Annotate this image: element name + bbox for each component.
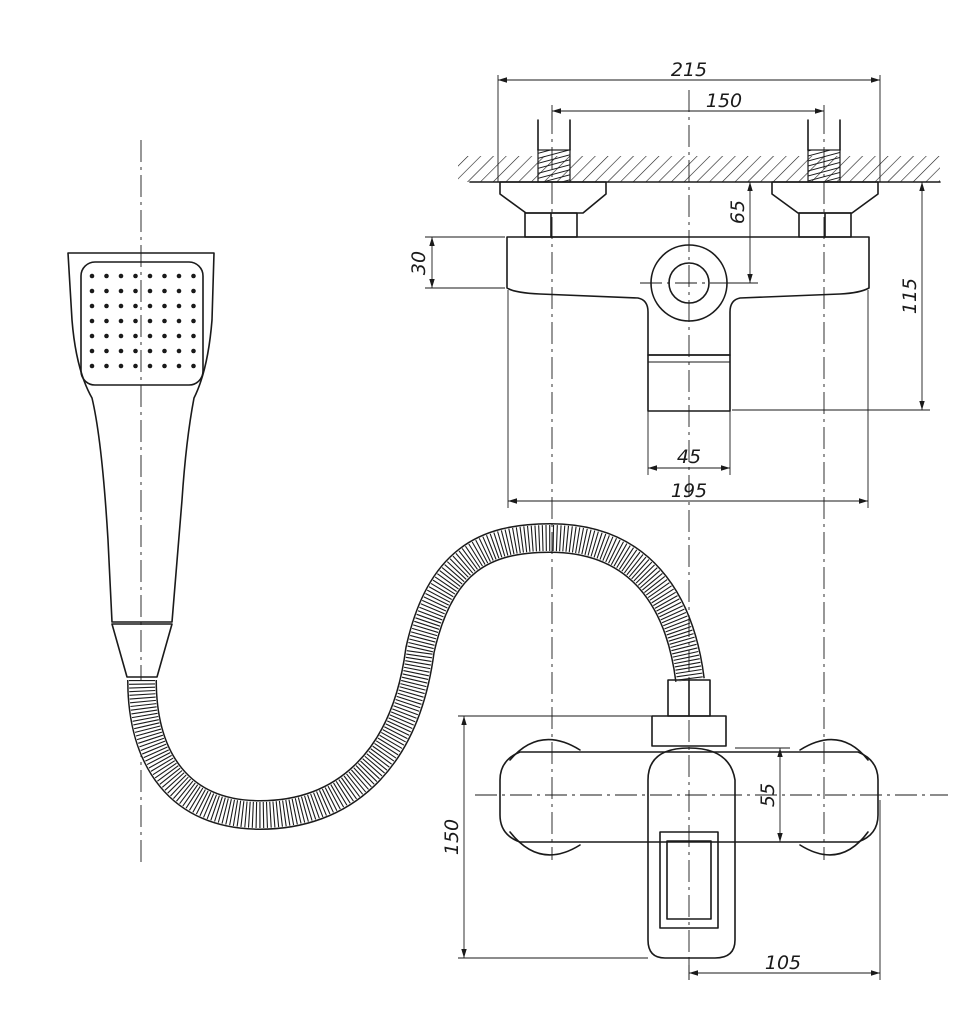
dimension-lines (425, 75, 930, 980)
nozzle-hole (89, 288, 95, 294)
nozzle-hole (89, 348, 95, 354)
dim-45: 45 (677, 446, 701, 468)
nozzle-hole (176, 273, 182, 279)
nozzle-hole (133, 348, 138, 354)
nozzle-hole (176, 288, 182, 294)
nozzle-hole (104, 363, 109, 369)
mixer-top-view-icon (458, 90, 941, 980)
right-cap-top (799, 738, 869, 761)
nozzle-hole (176, 318, 182, 324)
nozzle-hole (162, 333, 167, 339)
nozzle-hole (133, 333, 138, 339)
dim-215: 215 (671, 59, 707, 81)
shower-head-face (80, 261, 204, 386)
nozzle-hole (162, 273, 167, 279)
nozzle-hole (191, 348, 196, 354)
nozzle-hole (162, 348, 167, 354)
left-escutcheon (499, 181, 607, 214)
right-escutcheon (771, 181, 879, 214)
nozzle-hole (162, 363, 167, 369)
nozzle-hole (104, 303, 109, 309)
nozzle-hole (104, 318, 109, 324)
nozzle-hole (162, 318, 167, 324)
nozzle-hole (133, 273, 138, 279)
nozzle-hole (147, 348, 153, 354)
lever-plate-inner (666, 840, 712, 920)
nozzle-hole (133, 318, 138, 324)
nozzle-hole (89, 273, 95, 279)
nozzle-hole (147, 363, 153, 369)
nozzle-hole (104, 288, 109, 294)
shower-connector (111, 623, 173, 678)
dim-30: 30 (408, 251, 430, 275)
nozzle-hole (104, 273, 109, 279)
mixer-lever (647, 747, 736, 959)
nozzle-hole (147, 318, 153, 324)
lever-plate (659, 831, 719, 929)
nozzle-hole (89, 318, 95, 324)
dimension-labels: 215 150 30 65 115 45 195 150 55 105 (408, 59, 921, 974)
nozzle-hole (133, 288, 138, 294)
nozzle-hole (89, 333, 95, 339)
nozzle-hole (118, 363, 124, 369)
dim-150-top: 150 (706, 90, 742, 112)
nozzle-hole (176, 348, 182, 354)
right-cap-bottom (799, 831, 869, 856)
mixer-body-front (499, 751, 879, 843)
nozzle-hole (176, 363, 182, 369)
nozzle-hole (133, 303, 138, 309)
nozzle-hole (191, 303, 196, 309)
nozzle-hole (147, 288, 153, 294)
nozzle-hole (133, 363, 138, 369)
dim-150-front: 150 (441, 819, 463, 855)
nozzle-hole (147, 273, 153, 279)
dim-105: 105 (765, 952, 801, 974)
left-cap-bottom (509, 831, 581, 856)
nozzle-hole (191, 318, 196, 324)
dim-55: 55 (757, 783, 779, 807)
wall-hatching (458, 156, 940, 182)
nozzle-hole (118, 288, 124, 294)
nozzle-hole (89, 363, 95, 369)
nozzle-hole (162, 288, 167, 294)
nozzle-hole (118, 333, 124, 339)
shower-nozzles (89, 273, 196, 369)
nozzle-hole (176, 333, 182, 339)
nozzle-hole (118, 273, 124, 279)
mixer-body-top (506, 236, 870, 356)
nozzle-hole (191, 333, 196, 339)
nozzle-hole (176, 303, 182, 309)
nozzle-hole (118, 303, 124, 309)
left-thread (537, 149, 571, 183)
nozzle-hole (147, 333, 153, 339)
dim-115: 115 (899, 278, 921, 314)
outlet-connector (651, 715, 727, 747)
mixer-front-view-icon (475, 679, 948, 959)
nozzle-hole (89, 303, 95, 309)
nozzle-hole (191, 273, 196, 279)
dim-65: 65 (727, 200, 749, 224)
shower-handle (67, 252, 215, 623)
nozzle-hole (162, 303, 167, 309)
nozzle-hole (104, 333, 109, 339)
nozzle-hole (191, 363, 196, 369)
nozzle-hole (118, 318, 124, 324)
nozzle-hole (147, 303, 153, 309)
nozzle-hole (191, 288, 196, 294)
nozzle-hole (118, 348, 124, 354)
dim-195: 195 (671, 480, 707, 502)
nozzle-hole (104, 348, 109, 354)
flexible-hose-icon (127, 522, 705, 831)
left-cap-top (509, 738, 581, 761)
